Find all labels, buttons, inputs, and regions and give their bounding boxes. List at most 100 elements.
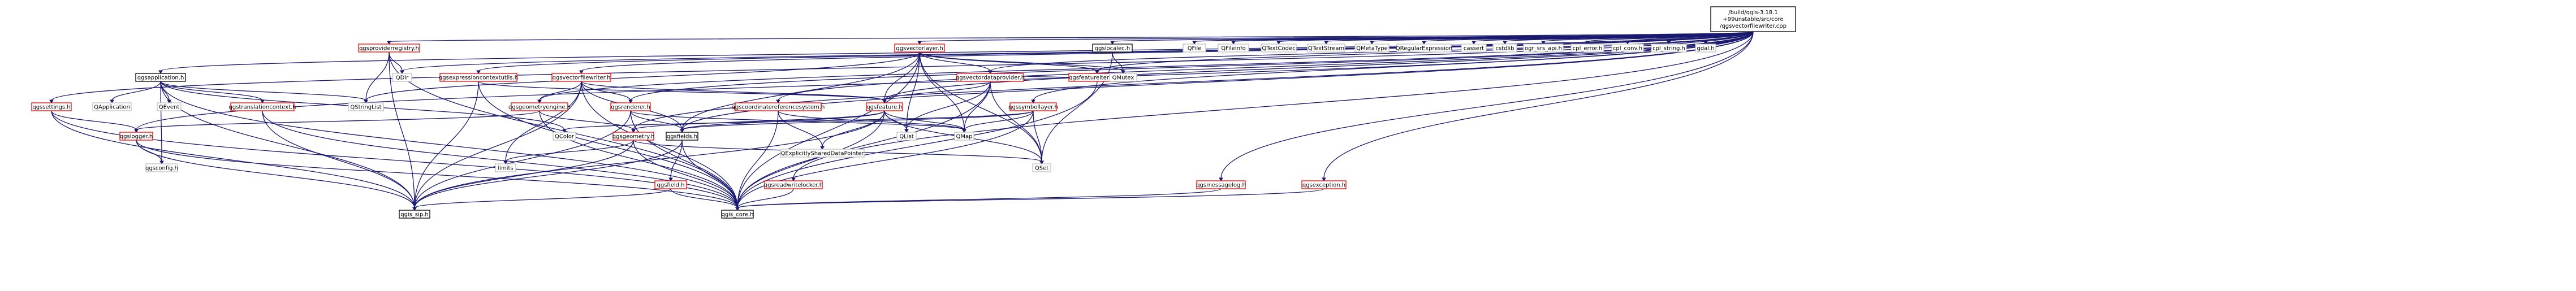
node-label: gdal.h [1697,46,1714,52]
edge-arrowhead [1276,41,1281,45]
graph-node-qgsmessagelog[interactable]: qgsmessagelog.h [1196,180,1246,189]
node-label: qgsreadwritelocker.h [764,183,823,189]
edge-arrowhead [476,70,481,74]
edge-arrowhead [1324,41,1328,45]
graph-node-qgsgeometry[interactable]: qgsgeometry.h [612,132,654,141]
edge-arrowhead [1472,41,1476,45]
edge-arrowhead [158,70,163,74]
graph-node-qgssymbollayer[interactable]: qgssymbollayer.h [1008,102,1058,111]
dependency-edge [919,51,991,72]
root-node-label: +99unstable/src/core [1723,16,1783,23]
dependency-edge [262,110,415,209]
edge-arrowhead [1192,41,1197,45]
dependency-edge [414,140,683,209]
node-label: qgsapplication.h [137,75,184,81]
graph-node-qgsexception[interactable]: qgsexception.h [1301,180,1347,189]
graph-node-cpl-error: cpl_error.h [1570,44,1604,53]
graph-node-qgslocalec[interactable]: qgslocalec.h [1092,44,1133,53]
graph-node-qgsapplication[interactable]: qgsapplication.h [135,73,186,82]
node-box [135,73,186,82]
dependency-edge [906,81,991,131]
edge-arrowhead [1322,177,1326,181]
edge-arrowhead [1541,41,1546,45]
dependency-edge [884,81,991,101]
dependency-edge [539,110,634,131]
graph-node-gdal: gdal.h [1695,44,1716,53]
node-label: cpl_conv.h [1613,46,1642,52]
node-label: QMutex [1112,75,1134,81]
dependency-edge [793,31,1754,179]
node-box [551,73,611,82]
edge-arrowhead [260,99,265,103]
graph-node-qfile: QFile [1183,44,1206,53]
node-label: QDir [396,75,409,81]
node-box [358,44,420,53]
dependency-edge [262,110,738,209]
dependency-edge [964,81,991,131]
node-box [1570,44,1604,53]
node-label: QColor [555,134,575,140]
dependency-edge [51,31,1754,101]
node-box [145,163,178,172]
dependency-edge [478,81,738,209]
dependency-edge [160,81,738,209]
node-label: cpl_string.h [1652,46,1685,52]
graph-node-qgsexpressioncontextutils[interactable]: qgsexpressioncontextutils.h [439,73,518,82]
edge-arrowhead [988,70,993,74]
edge-arrowhead [387,41,391,45]
node-box [866,102,903,111]
dependency-edge [737,81,1098,209]
edge-arrowhead [400,70,404,74]
dependency-edge [51,110,415,209]
edge-arrowhead [562,129,567,133]
dependency-edge [51,110,738,209]
graph-node-qgsvectorlayer[interactable]: qgsvectorlayer.h [894,44,945,53]
graph-node-qgsgeometryengine[interactable]: qgsgeometryengine.h [508,102,571,111]
dependency-edge [919,51,1124,72]
graph-node-qgsvectorfilewriter[interactable]: qgsvectorfilewriter.h [551,73,611,82]
graph-node-qgis-sip[interactable]: qgis_sip.h [399,210,430,219]
graph-node-qgsreadwritelocker[interactable]: qgsreadwritelocker.h [764,180,823,189]
dependency-edge [389,51,415,209]
graph-node-qmap: QMap [954,132,974,141]
graph-node-qgscoordinatereferencesystem[interactable]: qgscoordinatereferencesystem.h [732,102,825,111]
graph-node-qgsrenderer[interactable]: qgsrenderer.h [610,102,651,111]
node-label: ogr_srs_api.h [1525,46,1562,52]
graph-node-qgsproviderregistry[interactable]: qgsproviderregistry.h [358,44,420,53]
dependency-edge [581,81,738,209]
dependency-edge [581,81,885,101]
edge-arrowhead [49,99,54,103]
node-box [1396,44,1452,53]
dependency-edge [478,81,885,101]
dependency-edge [630,110,683,131]
node-label: qgssettings.h [32,105,70,111]
graph-node-qgsfields[interactable]: qgsfields.h [666,132,698,141]
node-label: QFile [1188,46,1202,52]
edge-arrowhead [631,129,636,133]
graph-node-qgsvectordataprovider[interactable]: qgsvectordataprovider.h [956,73,1025,82]
graph-node-cpl-string: cpl_string.h [1651,44,1687,53]
dependency-edge [414,81,582,209]
graph-node-qgslogger[interactable]: qgslogger.h [119,132,153,141]
edge-arrowhead [1095,70,1099,74]
node-label: QMetaType [1356,46,1388,52]
graph-node-qgstranslationcontext[interactable]: qgstranslationcontext.h [229,102,296,111]
dependency-edge [111,81,161,101]
node-box [348,102,384,111]
dependency-edge [414,81,479,209]
node-label: qgsvectordataprovider.h [956,75,1025,81]
node-box [1218,44,1249,53]
dependency-edge [737,188,1222,209]
node-box [1183,44,1206,53]
dependency-edge [737,110,885,209]
node-label: QFileInfo [1221,46,1246,52]
node-label: QRegularExpression [1396,46,1453,52]
graph-node-qgssettings[interactable]: qgssettings.h [31,102,72,111]
dependency-edge [136,110,540,131]
graph-node-qgsfeature[interactable]: qgsfeature.h [866,102,903,111]
graph-node-ogr-srs-api: ogr_srs_api.h [1523,44,1564,53]
graph-node-qgis-core[interactable]: qgis_core.h [721,210,754,219]
graph-node-qgsfield[interactable]: qgsfield.h [654,180,687,189]
root-node-box [1710,6,1796,32]
